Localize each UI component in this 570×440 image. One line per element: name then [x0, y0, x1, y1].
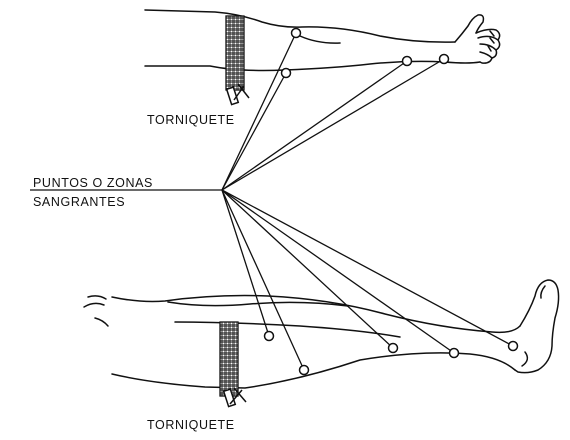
arm-tourniquet-label: TORNIQUETE [147, 114, 235, 127]
bleeding-point-marker [292, 29, 301, 38]
bleeding-point-marker [389, 344, 398, 353]
bleeding-point-marker [450, 349, 459, 358]
leg-tourniquet-label: TORNIQUETE [147, 419, 235, 432]
bleeding-point-markers [265, 29, 518, 375]
bleeding-point-marker [265, 332, 274, 341]
pointer-lines [222, 33, 513, 370]
pointer-line [222, 59, 444, 190]
bleeding-point-marker [403, 57, 412, 66]
pointer-line [222, 190, 513, 346]
foot-drawing [515, 280, 559, 373]
bleeding-point-marker [440, 55, 449, 64]
bleeding-point-marker [509, 342, 518, 351]
bleeding-points-label-line2: SANGRANTES [33, 196, 125, 209]
bleeding-points-label-line1: PUNTOS O ZONAS [33, 177, 153, 190]
bleeding-point-marker [282, 69, 291, 78]
pointer-line [222, 61, 407, 190]
arm-outline [145, 10, 480, 71]
bleeding-point-marker [300, 366, 309, 375]
leg-tourniquet-band [220, 322, 246, 407]
hand-drawing [455, 15, 500, 63]
arm-tourniquet-band [226, 16, 249, 105]
